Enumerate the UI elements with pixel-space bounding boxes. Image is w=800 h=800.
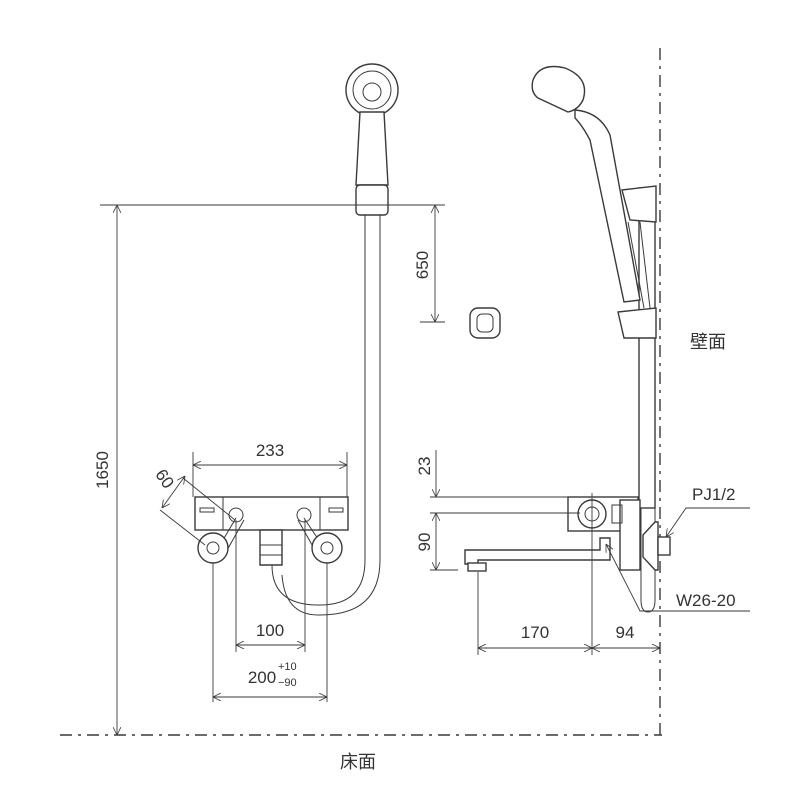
shower-head-front [345,63,399,216]
front-view: 1650 650 233 60 100 200 +10 −90 [93,63,501,735]
dim-650: 650 [413,251,432,279]
pj-fitting [657,536,671,556]
dim-94: 94 [616,623,635,642]
label-wall: 壁面 [690,332,726,353]
dim-23: 23 [415,457,434,476]
side-view: 23 90 170 94 PJ1/2 W26-20 [415,65,750,655]
inlet-left [197,532,229,564]
dim-90: 90 [415,533,434,552]
inlet-right [311,532,343,564]
label-pj1-2: PJ1/2 [692,485,735,504]
shower-head-side [531,65,657,339]
dim-233: 233 [256,441,284,460]
dim-200-tol-plus: +10 [278,661,297,673]
hose [271,215,366,606]
holder-bottom [617,307,657,339]
dim-1650: 1650 [93,451,112,489]
label-w26-20: W26-20 [676,591,736,610]
label-floor: 床面 [340,752,376,773]
dim-60: 60 [151,466,177,492]
dim-170: 170 [521,623,549,642]
mixer-body-front [194,496,349,566]
dim-200-tol-minus: −90 [278,677,297,689]
spout [464,537,611,565]
dim-200: 200 [248,668,276,687]
dim-100: 100 [256,621,284,640]
spare-hook [469,307,501,339]
holder-top [621,185,657,223]
mixer-body-side [464,496,671,572]
holder-hook [355,184,389,216]
